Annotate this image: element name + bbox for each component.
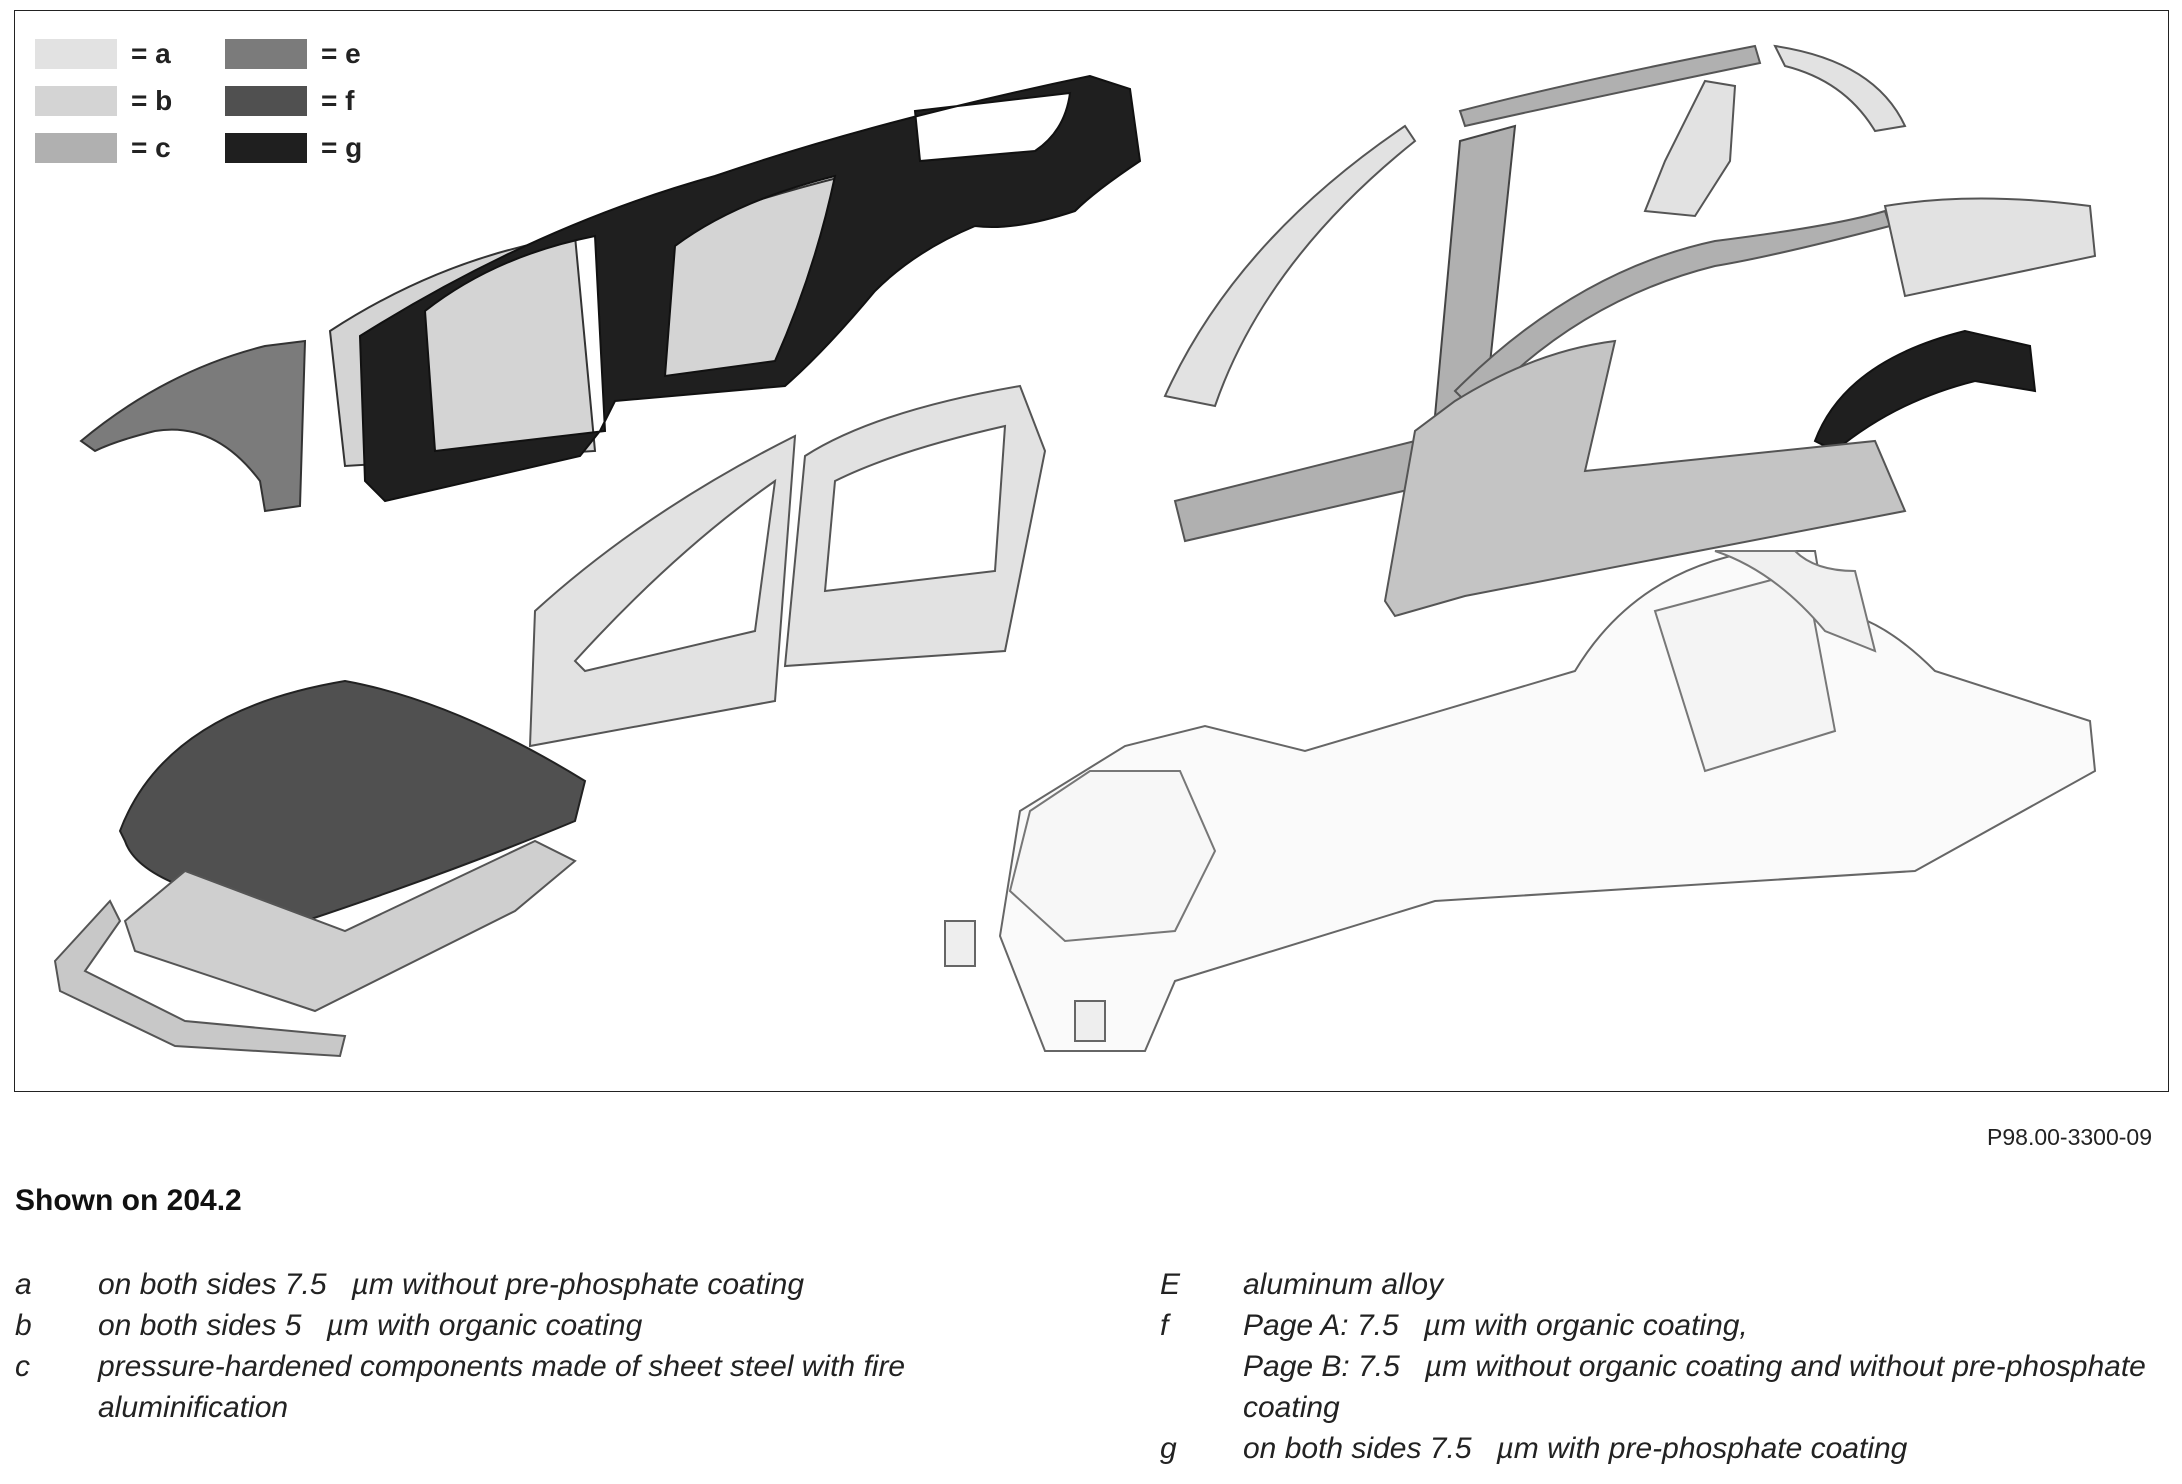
c-pillar-bracket xyxy=(1643,79,1737,218)
legend-item-g: = g xyxy=(225,128,362,168)
legend-label-a: = a xyxy=(131,38,171,69)
a-pillar-upper xyxy=(1163,124,1417,408)
legend-label-e: = e xyxy=(321,38,361,69)
rear-quarter-upper xyxy=(1773,44,1907,133)
note-c: c pressure-hardened components made of s… xyxy=(15,1346,1055,1428)
note-key: c xyxy=(15,1350,30,1383)
figure-caption: Shown on 204.2 xyxy=(15,1184,242,1217)
note-text: aluminum alloy xyxy=(1243,1268,1444,1301)
figure-reference: P98.00-3300-09 xyxy=(1987,1124,2152,1150)
note-text: on both sides 7.5 µm with pre-phosphate … xyxy=(1243,1432,1908,1465)
note-E: E aluminum alloy xyxy=(1160,1264,2160,1305)
notes-right: E aluminum alloy f Page A: 7.5 µm with o… xyxy=(1160,1264,2160,1469)
legend-item-f: = f xyxy=(225,81,354,121)
note-key: a xyxy=(15,1268,32,1301)
note-text: on both sides 5 µm with organic coating xyxy=(98,1309,643,1342)
legend-label-b: = b xyxy=(131,85,173,116)
legend-swatch-e xyxy=(225,39,307,69)
small-bracket-2 xyxy=(1074,1000,1106,1042)
small-bracket-1 xyxy=(944,920,976,967)
note-key: g xyxy=(1160,1432,1177,1465)
rear-quarter-inner xyxy=(1883,197,2097,298)
legend-swatch-c xyxy=(35,133,117,163)
side-outer-panel xyxy=(358,74,1142,503)
legend-swatch-b xyxy=(35,86,117,116)
roof-rail xyxy=(1458,44,1762,128)
note-text: on both sides 7.5 µm without pre-phospha… xyxy=(98,1268,805,1301)
legend-swatch-g xyxy=(225,133,307,163)
note-f-page-b: Page B: 7.5 µm without organic coating a… xyxy=(1160,1346,2160,1428)
note-b: b on both sides 5 µm with organic coatin… xyxy=(15,1305,1055,1346)
note-text: Page B: 7.5 µm without organic coating a… xyxy=(1243,1350,2146,1424)
bumper-crossmember xyxy=(53,899,347,1058)
notes-left: a on both sides 7.5 µm without pre-phosp… xyxy=(15,1264,1055,1428)
front-door-frame xyxy=(528,434,797,748)
legend-item-c: = c xyxy=(35,128,171,168)
rear-door-frame xyxy=(783,384,1047,668)
rear-wheel-arch xyxy=(1813,329,2037,453)
legend-item-b: = b xyxy=(35,81,172,121)
side-sill xyxy=(1383,339,1907,618)
underbody-rear-section xyxy=(1714,550,1877,653)
legend-label-c: = c xyxy=(131,132,171,163)
front-rocker xyxy=(1173,439,1427,543)
note-key: f xyxy=(1160,1309,1169,1342)
legend-label-g: = g xyxy=(321,132,363,163)
exploded-body-illustration xyxy=(53,44,2097,1058)
legend-swatch-f xyxy=(225,86,307,116)
legend-item-a: = a xyxy=(35,34,171,74)
legend-label-f: = f xyxy=(321,85,355,116)
note-g: g on both sides 7.5 µm with pre-phosphat… xyxy=(1160,1428,2160,1469)
note-text: Page A: 7.5 µm with organic coating, xyxy=(1243,1309,1748,1342)
legend-swatch-a xyxy=(35,39,117,69)
body-parts-figure: = a = b = c = e = f = g xyxy=(14,10,2169,1092)
note-key: b xyxy=(15,1309,32,1342)
legend: = a = b = c = e = f = g xyxy=(35,29,395,179)
note-f: f Page A: 7.5 µm with organic coating, xyxy=(1160,1305,2160,1346)
hood-inner xyxy=(123,839,577,1013)
note-key: E xyxy=(1160,1268,1181,1301)
note-text: pressure-hardened components made of she… xyxy=(98,1350,906,1424)
underbody-tunnel xyxy=(1653,569,1837,773)
note-a: a on both sides 7.5 µm without pre-phosp… xyxy=(15,1264,1055,1305)
front-fender xyxy=(79,339,307,513)
legend-item-e: = e xyxy=(225,34,361,74)
front-engine-rail xyxy=(1008,770,1217,943)
